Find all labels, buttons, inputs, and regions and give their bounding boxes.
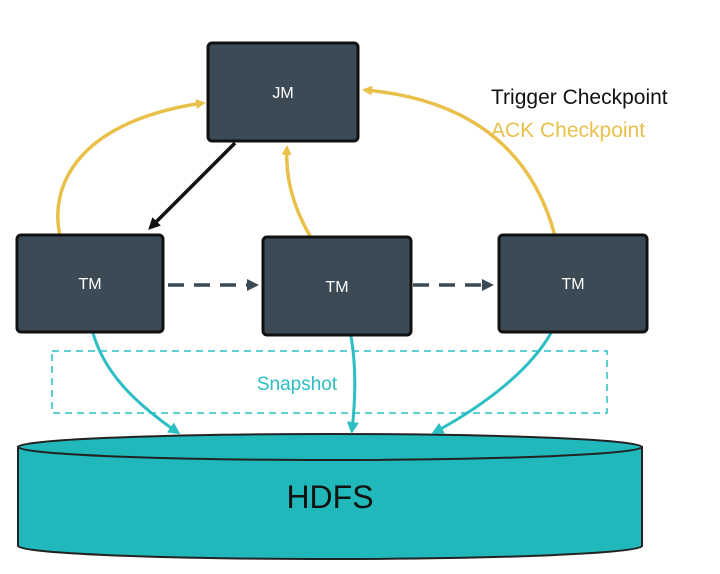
snapshot-arrow-tm1 [91, 332, 181, 435]
jm-node: JM [206, 41, 360, 143]
trigger-arrow [148, 141, 237, 230]
ack-arrow-tm2 [281, 145, 312, 237]
jm-label: JM [272, 85, 293, 102]
snapshot-label: Snapshot [257, 374, 338, 395]
snapshot-arrow-tm2 [346, 335, 359, 434]
tm-node-1: TM [15, 233, 165, 334]
hdfs-label: HDFS [286, 479, 373, 515]
hdfs-top [17, 433, 643, 461]
legend-trigger: Trigger Checkpoint [491, 86, 668, 109]
snapshot-region [51, 350, 608, 414]
tm3-label: TM [561, 276, 584, 293]
ack-arrow-tm1 [56, 99, 206, 237]
tm1-label: TM [78, 276, 101, 293]
snapshot-arrow-tm3 [431, 332, 553, 434]
tm-node-3: TM [497, 233, 649, 334]
ack-arrow-tm3 [362, 85, 557, 237]
tm-node-2: TM [261, 235, 413, 337]
legend-ack: ACK Checkpoint [491, 119, 645, 142]
hdfs-body [17, 446, 643, 560]
hdfs-storage: HDFS [17, 433, 643, 560]
tm2-label: TM [325, 279, 348, 296]
